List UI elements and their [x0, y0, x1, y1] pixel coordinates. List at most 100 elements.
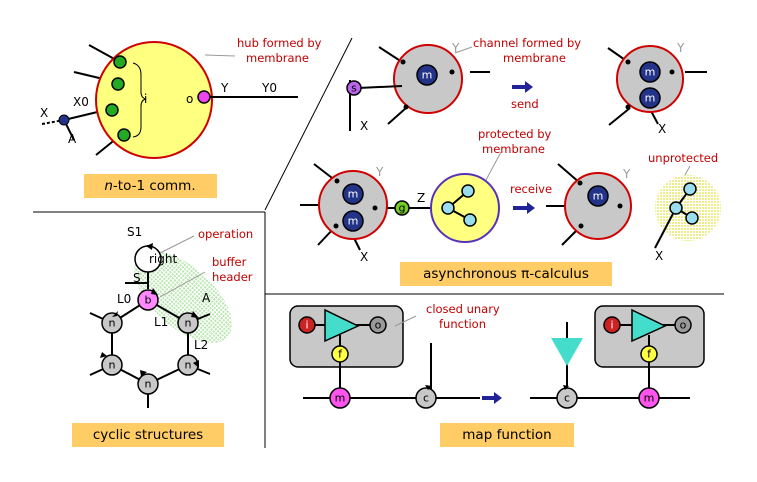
sender-node	[346, 80, 362, 96]
cons-node-label: c	[423, 392, 429, 405]
operation-label: operation	[198, 227, 253, 241]
label-y: Y	[676, 41, 685, 55]
caption-map: map function	[462, 427, 551, 443]
arrow-right-icon	[512, 81, 533, 93]
protected-annotation-line1: protected by	[478, 127, 552, 141]
message-node-label: m	[593, 190, 604, 203]
hub-annotation: hub formed by membrane	[237, 36, 325, 65]
function-node-label: f	[647, 348, 652, 361]
message-node-label: m	[422, 69, 433, 82]
label-i: i	[144, 92, 147, 106]
map-node-label: m	[335, 392, 346, 405]
output-port-label: o	[680, 319, 687, 332]
node-label: n	[109, 317, 116, 330]
node-label: n	[145, 378, 152, 391]
label-l2: L2	[194, 338, 208, 352]
send-label: send	[511, 97, 539, 111]
label-l0: L0	[117, 292, 131, 306]
input-node	[113, 55, 127, 69]
caption-cyclic: cyclic structures	[93, 427, 203, 443]
label-x: X	[360, 119, 368, 133]
panel-map: i o f m c closed unary function c	[289, 302, 705, 447]
protected-annotation: protected by membrane	[478, 127, 555, 156]
label-y: Y	[451, 41, 460, 55]
message-node-label: m	[348, 188, 359, 201]
sender-node-label: s	[351, 82, 357, 95]
closed-unary-function-2: i o f	[594, 305, 705, 368]
section-dividers	[33, 37, 724, 448]
input-node	[105, 103, 119, 117]
channel-membrane-2: m m Y X	[607, 41, 707, 136]
buffer-header-node	[137, 289, 159, 311]
buffer-header-line2: header	[212, 270, 253, 284]
unprotected-label: unprotected	[648, 151, 718, 165]
message-node-label: m	[348, 215, 359, 228]
buffer-header-annotation: buffer header	[212, 255, 253, 284]
buffer-header-node-label: b	[145, 294, 152, 307]
closed-unary-line1: closed unary	[426, 302, 500, 316]
label-x: X	[655, 249, 663, 263]
protected-membrane	[430, 173, 500, 243]
label-l1: L1	[154, 315, 168, 329]
channel-annotation: channel formed by membrane	[473, 36, 585, 65]
arrow-right-icon	[513, 202, 535, 214]
cons-node-label: c	[564, 392, 570, 405]
label-x0: X0	[73, 95, 89, 109]
caption-n-rest: -to-1 comm.	[113, 178, 196, 194]
input-port-label: i	[305, 319, 308, 332]
channel-membrane-1: s m Y X	[346, 41, 490, 133]
output-node	[197, 90, 211, 104]
channel-annotation-line1: channel formed by	[473, 36, 581, 50]
hub-membrane	[95, 41, 213, 159]
buffer-header-line1: buffer	[212, 255, 247, 269]
input-node	[111, 77, 125, 91]
panel-pi-calculus: s m Y X channel formed by membrane send	[300, 36, 721, 286]
label-y: Y	[622, 167, 631, 181]
function-node-label: f	[338, 348, 343, 361]
triangle-function-icon	[324, 308, 360, 343]
caption-box-map	[440, 423, 574, 447]
caption-box-n-to-1	[84, 174, 217, 198]
protected-annotation-line2: membrane	[482, 142, 545, 156]
channel-annotation-line2: membrane	[503, 51, 566, 65]
caption-n-to-1: n-to-1 comm.	[104, 178, 195, 194]
label-x: X	[40, 106, 48, 120]
label-a: A	[68, 132, 77, 146]
label-right: right	[149, 252, 177, 266]
label-s: S	[133, 271, 141, 285]
channel-membrane-3: m m Y X g Z	[300, 163, 432, 264]
label-x: X	[360, 250, 368, 264]
channel-membrane-4: m Y	[546, 163, 632, 246]
input-node	[117, 128, 131, 142]
input-port-label: i	[610, 319, 613, 332]
panel-cyclic: operation S1 right S b n n n n n	[72, 225, 253, 447]
arrow-right-icon	[482, 392, 502, 404]
unprotected-structure: X	[654, 175, 721, 263]
node-label: n	[185, 359, 192, 372]
label-a: A	[202, 291, 211, 305]
message-node-label: m	[645, 66, 656, 79]
hub-annotation-line1: hub formed by	[237, 36, 322, 50]
label-x: X	[658, 122, 666, 136]
message-node-label: m	[645, 92, 656, 105]
triangle-function-icon	[551, 338, 583, 366]
receive-label: receive	[510, 182, 552, 196]
label-y: Y	[375, 165, 384, 179]
label-o: o	[186, 92, 193, 106]
label-y: Y	[220, 81, 229, 95]
receiver-node	[394, 200, 410, 216]
label-y0: Y0	[261, 81, 277, 95]
caption-pi: asynchronous π-calculus	[423, 266, 589, 282]
caption-box-pi	[400, 262, 612, 286]
hub-annotation-line2: membrane	[246, 51, 309, 65]
triangle-function-icon	[631, 308, 667, 343]
port-a-node	[58, 114, 70, 126]
closed-unary-function-1: i o f	[289, 305, 404, 368]
closed-unary-line2: function	[439, 317, 486, 331]
panel-n-to-1: X X0 A i o Y Y0 hub formed by membrane n…	[40, 36, 325, 198]
caption-box-cyclic	[72, 423, 224, 447]
label-s1: S1	[127, 225, 142, 239]
node-label: n	[109, 359, 116, 372]
output-port-label: o	[375, 319, 382, 332]
